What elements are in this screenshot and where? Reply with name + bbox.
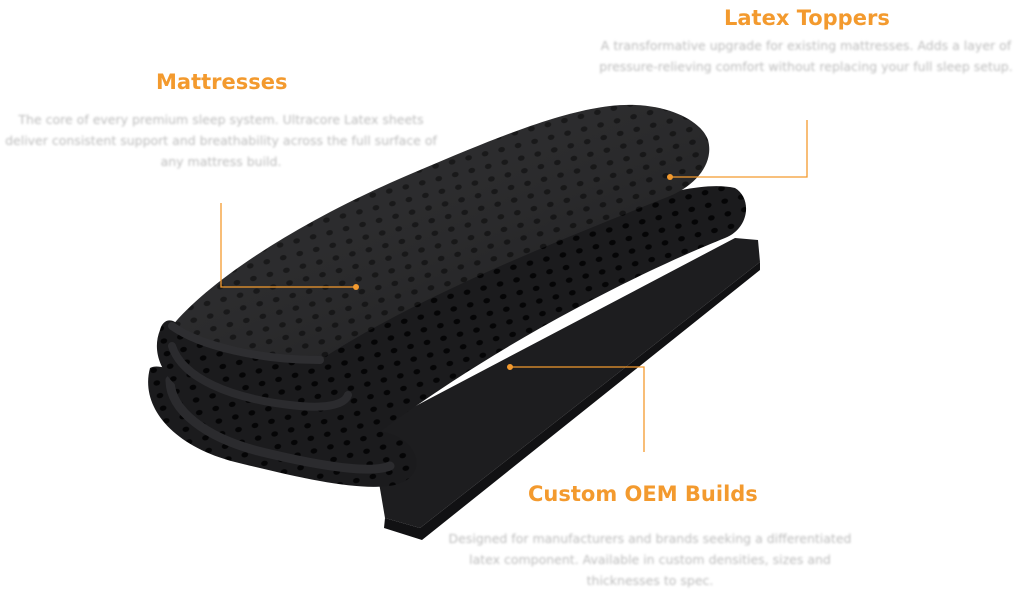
mattresses-description: The core of every premium sleep system. … [5, 112, 437, 169]
latex-toppers-description: A transformative upgrade for existing ma… [599, 38, 1013, 74]
callout-dot-icon [507, 364, 513, 370]
custom-oem-heading: Custom OEM Builds [528, 482, 758, 506]
top-layer-shade [172, 104, 710, 362]
middle-fold-rim [168, 342, 352, 411]
custom-oem-leader [510, 366, 645, 452]
custom-oem-description: Designed for manufacturers and brands se… [448, 531, 852, 588]
callout-dot-icon [667, 174, 673, 180]
top-layer-edge [168, 322, 324, 364]
bottom-sheet-surface [370, 238, 760, 528]
latex-toppers-heading: Latex Toppers [724, 6, 890, 30]
latex-toppers-leader [670, 120, 808, 178]
callout-dot-icon [353, 284, 359, 290]
mattresses-heading: Mattresses [156, 70, 288, 94]
mattresses-leader [220, 203, 356, 288]
bottom-fold-rim [165, 375, 395, 474]
middle-layer-surface [230, 186, 747, 433]
